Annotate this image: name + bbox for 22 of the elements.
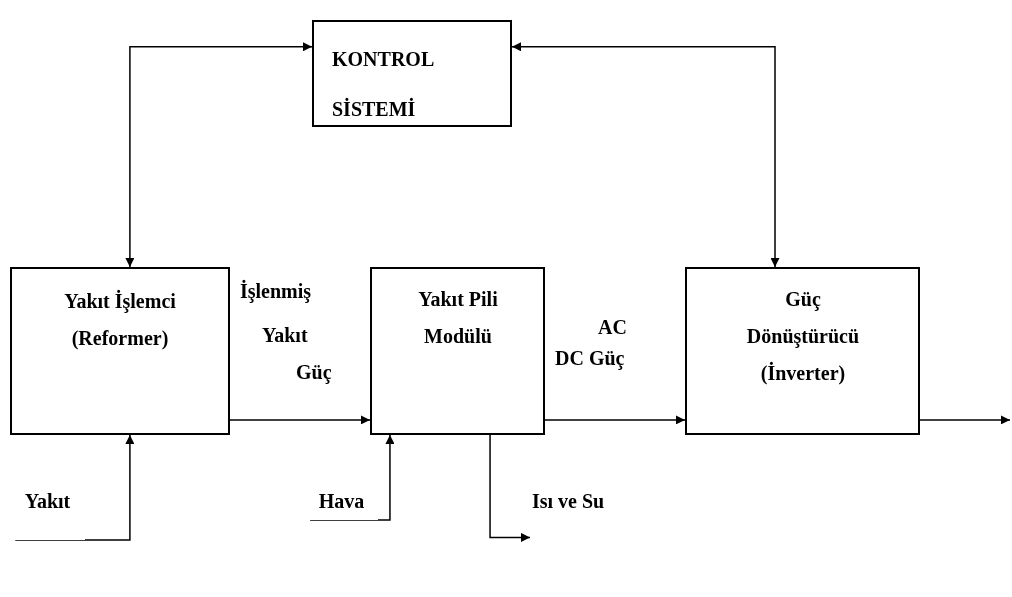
process-box [10,267,230,435]
arrow [919,415,1011,425]
flow-label: DC Güç [555,346,625,370]
arrow [489,434,531,542]
box-label: KONTROL SİSTEMİ [332,47,435,122]
box-label: Yakıt Pili Modülü [417,287,499,349]
box-label: Güç Dönüştürücü (İnverter) [745,287,861,387]
arrow [125,42,313,268]
process-box [312,20,512,127]
box-label: Yakıt İşlemci (Reformer) [63,289,177,352]
flow-label: Hava [317,489,366,514]
flow-label: AC [598,315,627,339]
flow-label: Güç [296,360,332,384]
process-box [370,267,545,435]
flow-label: Yakıt [23,489,72,514]
flow-label: Yakıt [262,323,308,347]
flow-label: İşlenmiş [240,279,312,303]
arrow [229,415,371,425]
arrow [511,42,780,268]
flow-label: Isı ve Su [532,489,606,514]
process-box [685,267,920,435]
arrow [544,415,686,425]
